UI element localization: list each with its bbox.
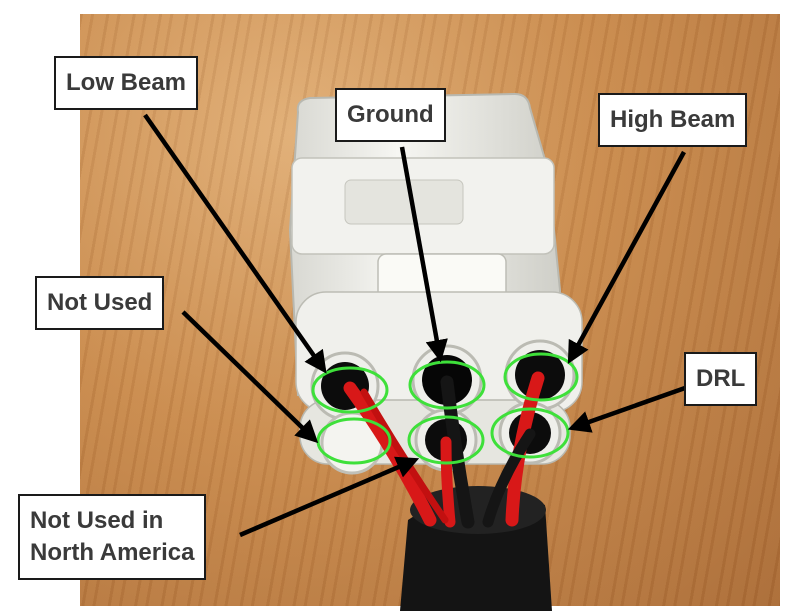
drl-circle bbox=[490, 407, 570, 459]
not-used-na-circle bbox=[407, 415, 485, 465]
high-beam-circle bbox=[503, 352, 579, 402]
drl-arrow bbox=[567, 385, 686, 433]
label-text: Not Used bbox=[47, 289, 153, 316]
label-text: High Beam bbox=[610, 106, 736, 133]
label-text: Low Beam bbox=[66, 69, 187, 96]
label-high-beam: High Beam bbox=[598, 93, 748, 147]
label-drl: DRL bbox=[684, 352, 758, 406]
low-beam-circle bbox=[311, 366, 389, 414]
label-text: DRL bbox=[696, 365, 746, 392]
label-not-used: Not Used bbox=[35, 276, 165, 330]
low-beam-arrow bbox=[143, 113, 327, 374]
label-low-beam: Low Beam bbox=[54, 56, 199, 110]
not-used-arrow bbox=[181, 310, 319, 444]
label-not-used-north-america: Not Used in North America bbox=[18, 494, 207, 580]
callout-arrows bbox=[143, 113, 686, 538]
high-beam-arrow bbox=[567, 150, 686, 364]
label-text-line1: Not Used in bbox=[30, 507, 164, 534]
label-text: Ground bbox=[347, 101, 434, 128]
label-ground: Ground bbox=[335, 88, 446, 142]
label-text-line2: North America bbox=[30, 539, 195, 566]
not-used-na-arrow bbox=[239, 456, 420, 538]
ground-arrow bbox=[399, 146, 448, 363]
